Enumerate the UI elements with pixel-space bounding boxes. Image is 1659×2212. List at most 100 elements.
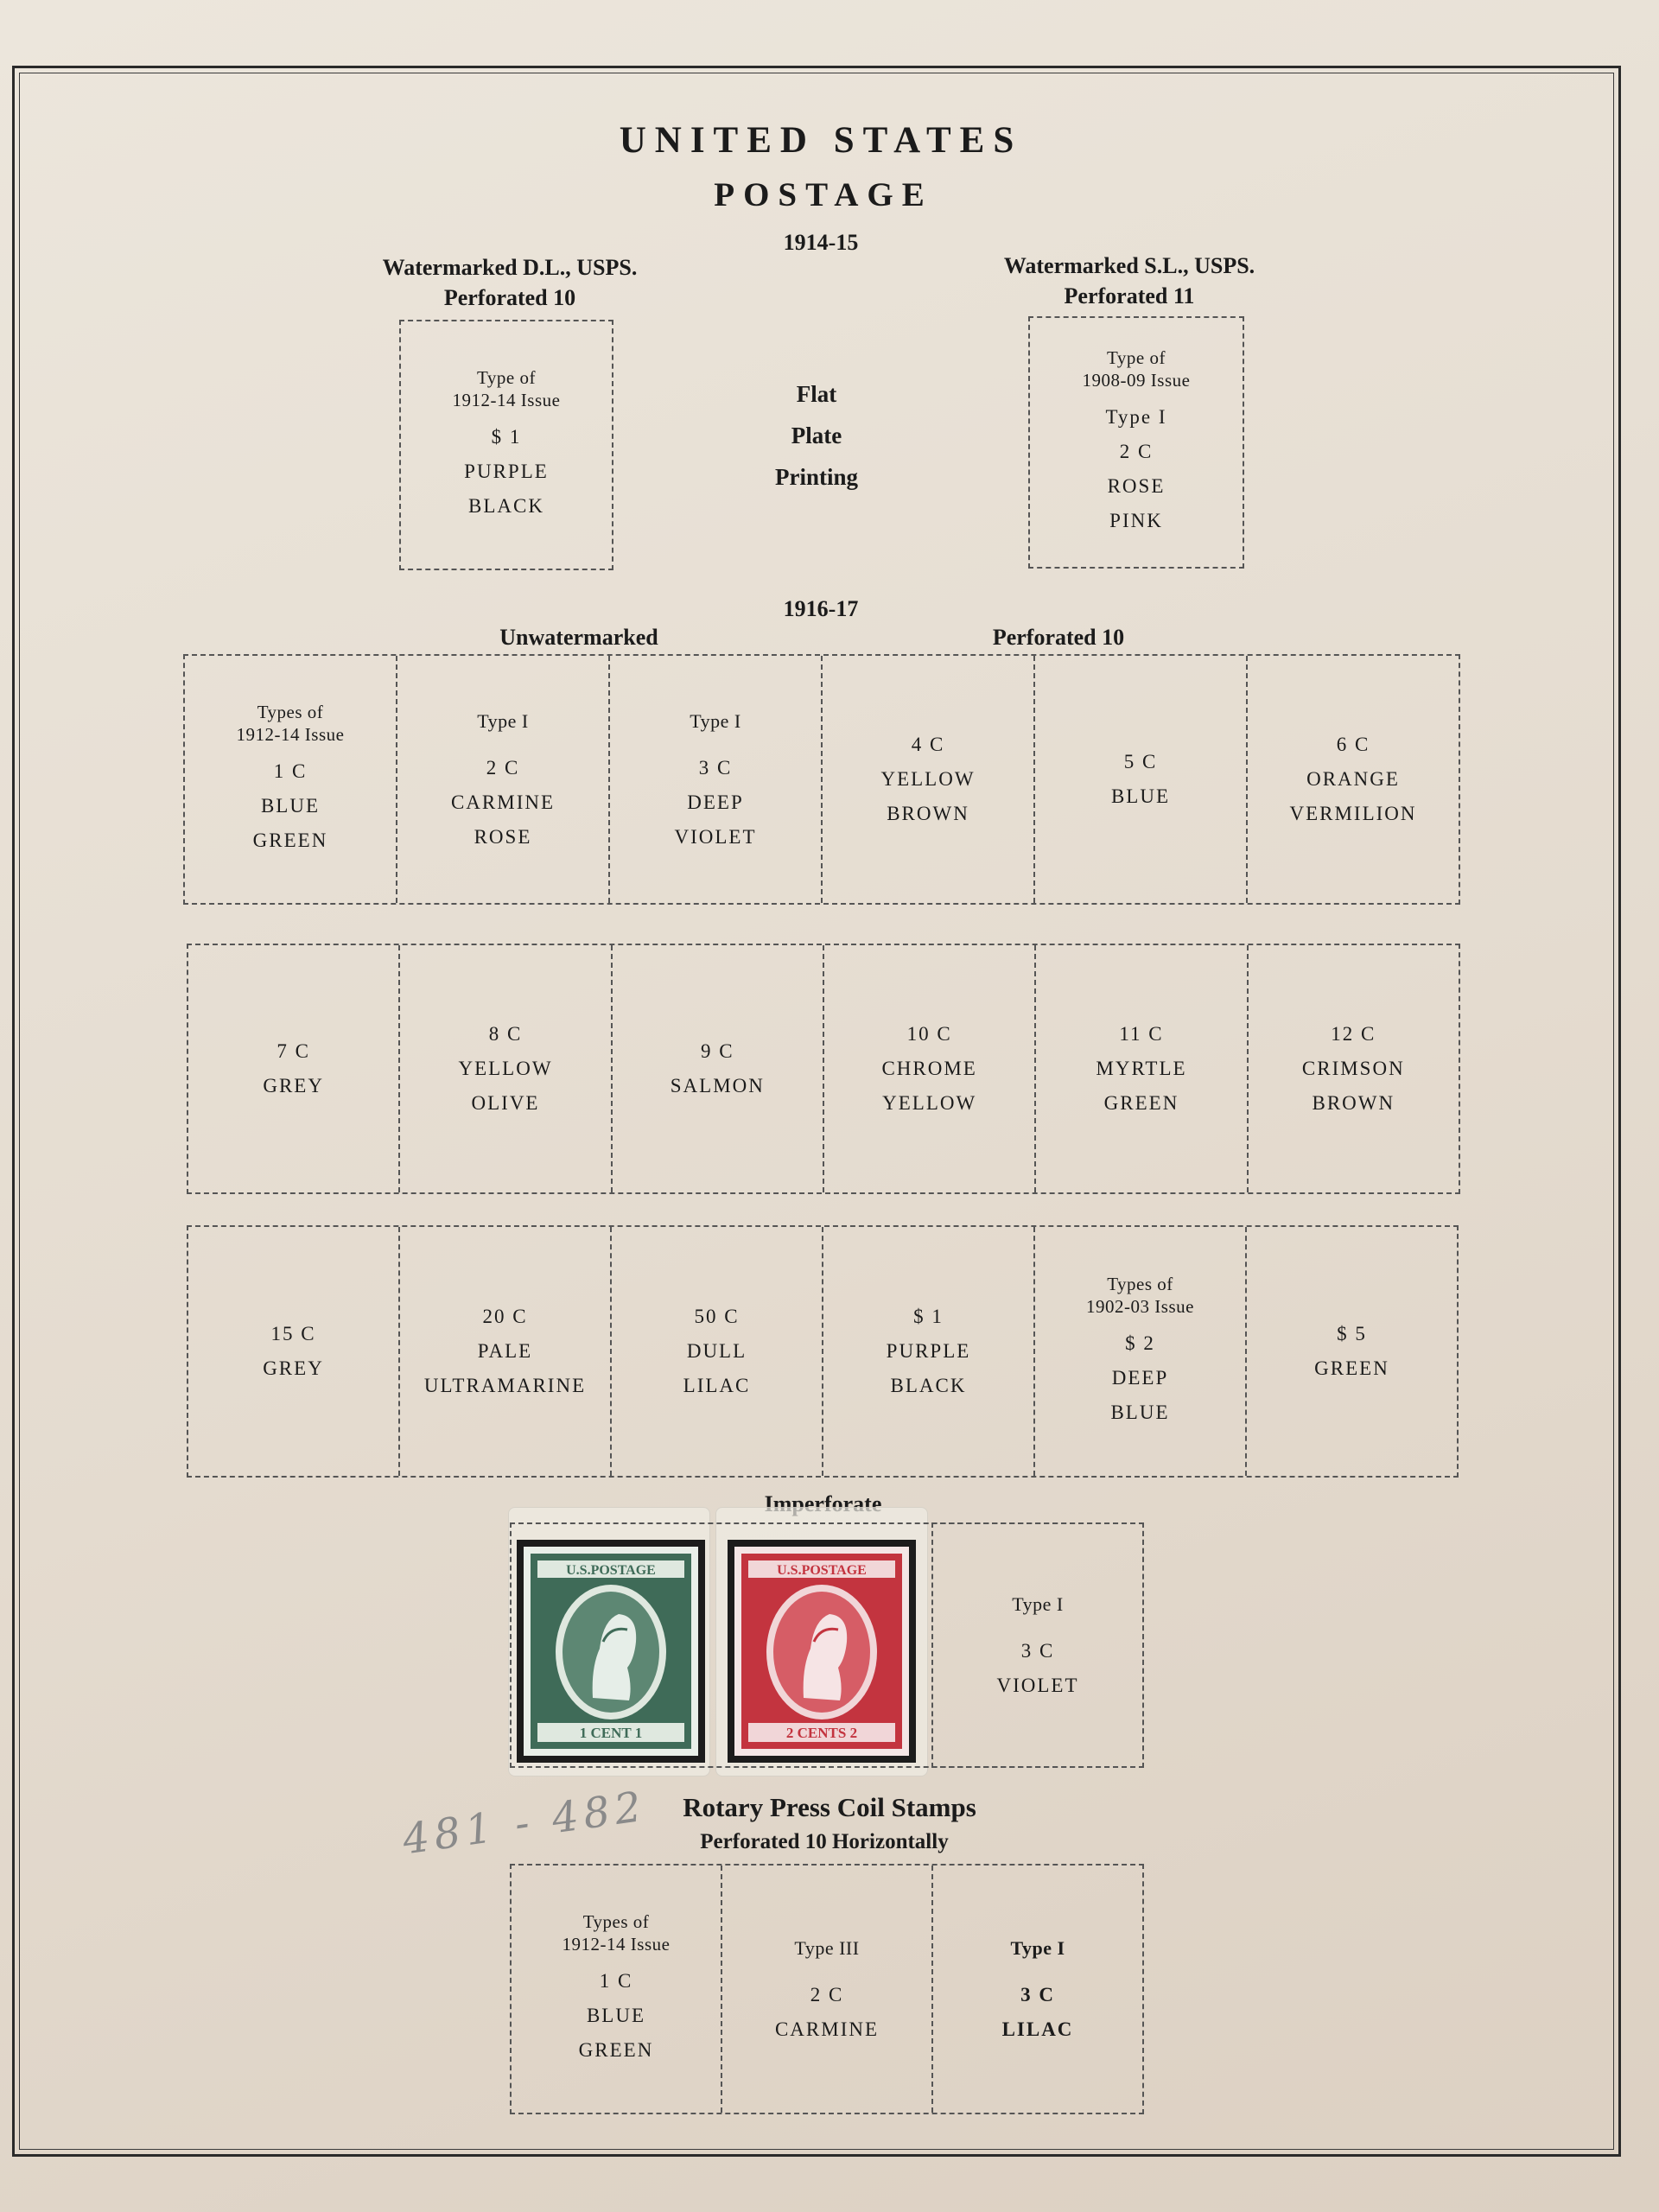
type-label: Types of xyxy=(582,1911,650,1932)
color-line-1: LILAC xyxy=(1001,2018,1074,2040)
stamp-space-1914-dollar1: Type of 1912-14 Issue $ 1 PURPLE BLACK xyxy=(399,320,613,570)
flat-plate-printing-label: Flat Plate Printing xyxy=(730,373,903,498)
issue-label: 1912-14 Issue xyxy=(562,1934,671,1955)
type-variant: Type I xyxy=(1012,1593,1064,1615)
stamp-1-cent-green: U.S.POSTAGE 1 CENT 1 xyxy=(517,1540,705,1763)
stamp-space: 12 C CRIMSON BROWN xyxy=(1246,945,1459,1192)
color-line-2: BLACK xyxy=(468,495,544,517)
type-variant: Type I xyxy=(690,710,741,732)
right-perforation-line: Perforated 11 xyxy=(1064,283,1195,308)
color-line-1: GREY xyxy=(263,1357,324,1379)
color-line-2: LILAC xyxy=(683,1375,751,1396)
type-variant: Type I xyxy=(1105,406,1167,428)
type-variant: Type I xyxy=(1010,1937,1065,1959)
denomination: 8 C xyxy=(488,1023,523,1045)
page-border-outer xyxy=(12,66,1621,2157)
color-line-1: CHROME xyxy=(881,1058,977,1079)
color-line-1: YELLOW xyxy=(880,768,976,790)
color-line-2: BLACK xyxy=(890,1375,967,1396)
denomination: 10 C xyxy=(906,1023,952,1045)
color-line-1: CARMINE xyxy=(774,2018,880,2040)
page-border-inner xyxy=(19,73,1614,2150)
denomination: 4 C xyxy=(911,734,945,755)
page-title-line2: POSTAGE xyxy=(714,176,933,213)
color-line-2: BLUE xyxy=(1110,1402,1170,1423)
unwatermarked-heading: Unwatermarked xyxy=(499,625,658,650)
denomination: 50 C xyxy=(694,1306,740,1327)
color-line-1: CARMINE xyxy=(450,791,556,813)
issue-label: 1902-03 Issue xyxy=(1086,1296,1194,1317)
color-line-2: BROWN xyxy=(1312,1092,1395,1114)
denomination: 1 C xyxy=(273,760,308,782)
denomination: 2 C xyxy=(810,1984,844,2005)
type-label: Types of xyxy=(257,702,324,722)
denomination: 3 C xyxy=(698,757,733,779)
color-line-2: GREEN xyxy=(578,2039,654,2061)
color-line-1: BLUE xyxy=(586,2005,646,2026)
type-label: Type of xyxy=(1107,347,1166,368)
stamp2-bottom-text: 2 CENTS 2 xyxy=(786,1725,857,1741)
denomination: 12 C xyxy=(1331,1023,1376,1045)
denomination: 5 C xyxy=(1123,751,1158,772)
color-line-1: BLUE xyxy=(1110,785,1171,807)
color-line-1: VIOLET xyxy=(996,1675,1079,1696)
issue-label: 1908-09 Issue xyxy=(1082,370,1191,391)
denomination: $ 5 xyxy=(1337,1323,1367,1344)
issue-label: 1912-14 Issue xyxy=(452,390,561,410)
color-line-1: DEEP xyxy=(1111,1367,1169,1389)
color-line-1: ORANGE xyxy=(1306,768,1400,790)
stamp-space: Type I 3 C LILAC xyxy=(931,1866,1142,2113)
stamp-space: 5 C BLUE xyxy=(1033,656,1246,903)
color-line-1: DEEP xyxy=(687,791,744,813)
color-line-2: OLIVE xyxy=(471,1092,540,1114)
left-watermark-heading: Watermarked D.L., USPS. Perforated 10 xyxy=(294,252,726,313)
year-heading-1914: 1914-15 xyxy=(783,230,859,255)
denomination: 9 C xyxy=(701,1040,734,1062)
type-label: Types of xyxy=(1107,1274,1173,1294)
stamp-2-cents-carmine: U.S.POSTAGE 2 CENTS 2 xyxy=(728,1540,916,1763)
stamp-space: 50 C DULL LILAC xyxy=(610,1227,822,1476)
printing-word: Printing xyxy=(774,464,858,490)
denomination: 15 C xyxy=(270,1323,316,1344)
left-watermark-line: Watermarked D.L., USPS. xyxy=(382,255,638,280)
color-line-1: DULL xyxy=(686,1340,747,1362)
color-line-1: SALMON xyxy=(670,1075,765,1096)
denomination: 3 C xyxy=(1020,1984,1055,2005)
color-line-2: VERMILION xyxy=(1289,803,1417,824)
denomination: 3 C xyxy=(1020,1640,1055,1662)
color-line-2: GREEN xyxy=(1103,1092,1179,1114)
stamp-space-imperf-3c: Type I 3 C VIOLET xyxy=(931,1522,1144,1768)
color-line-1: GREY xyxy=(263,1075,324,1096)
right-watermark-heading: Watermarked S.L., USPS. Perforated 11 xyxy=(913,251,1345,311)
color-line-2: ROSE xyxy=(474,826,532,848)
stamp-space: 6 C ORANGE VERMILION xyxy=(1246,656,1459,903)
color-line-1: MYRTLE xyxy=(1096,1058,1187,1079)
coil-perforation-heading: Perforated 10 Horizontally xyxy=(700,1830,949,1853)
denomination: $ 2 xyxy=(1125,1332,1155,1354)
stamp-space-1914-2c: Type of 1908-09 Issue Type I 2 C ROSE PI… xyxy=(1028,316,1244,569)
left-perforation-line: Perforated 10 xyxy=(443,285,576,310)
color-line-1: CRIMSON xyxy=(1301,1058,1405,1079)
type-label: Type of xyxy=(477,367,536,388)
denomination: 6 C xyxy=(1336,734,1370,755)
washington-2c-stamp-image: U.S.POSTAGE 2 CENTS 2 xyxy=(734,1547,909,1756)
denomination: 20 C xyxy=(482,1306,528,1327)
stamp-space: 10 C CHROME YELLOW xyxy=(822,945,1034,1192)
color-line-2: YELLOW xyxy=(882,1092,977,1114)
page-title-line1: UNITED STATES xyxy=(619,120,1023,161)
type-variant: Type III xyxy=(794,1937,860,1959)
flat-word: Flat xyxy=(796,381,837,407)
stamp-space: Type III 2 C CARMINE xyxy=(721,1866,931,2113)
